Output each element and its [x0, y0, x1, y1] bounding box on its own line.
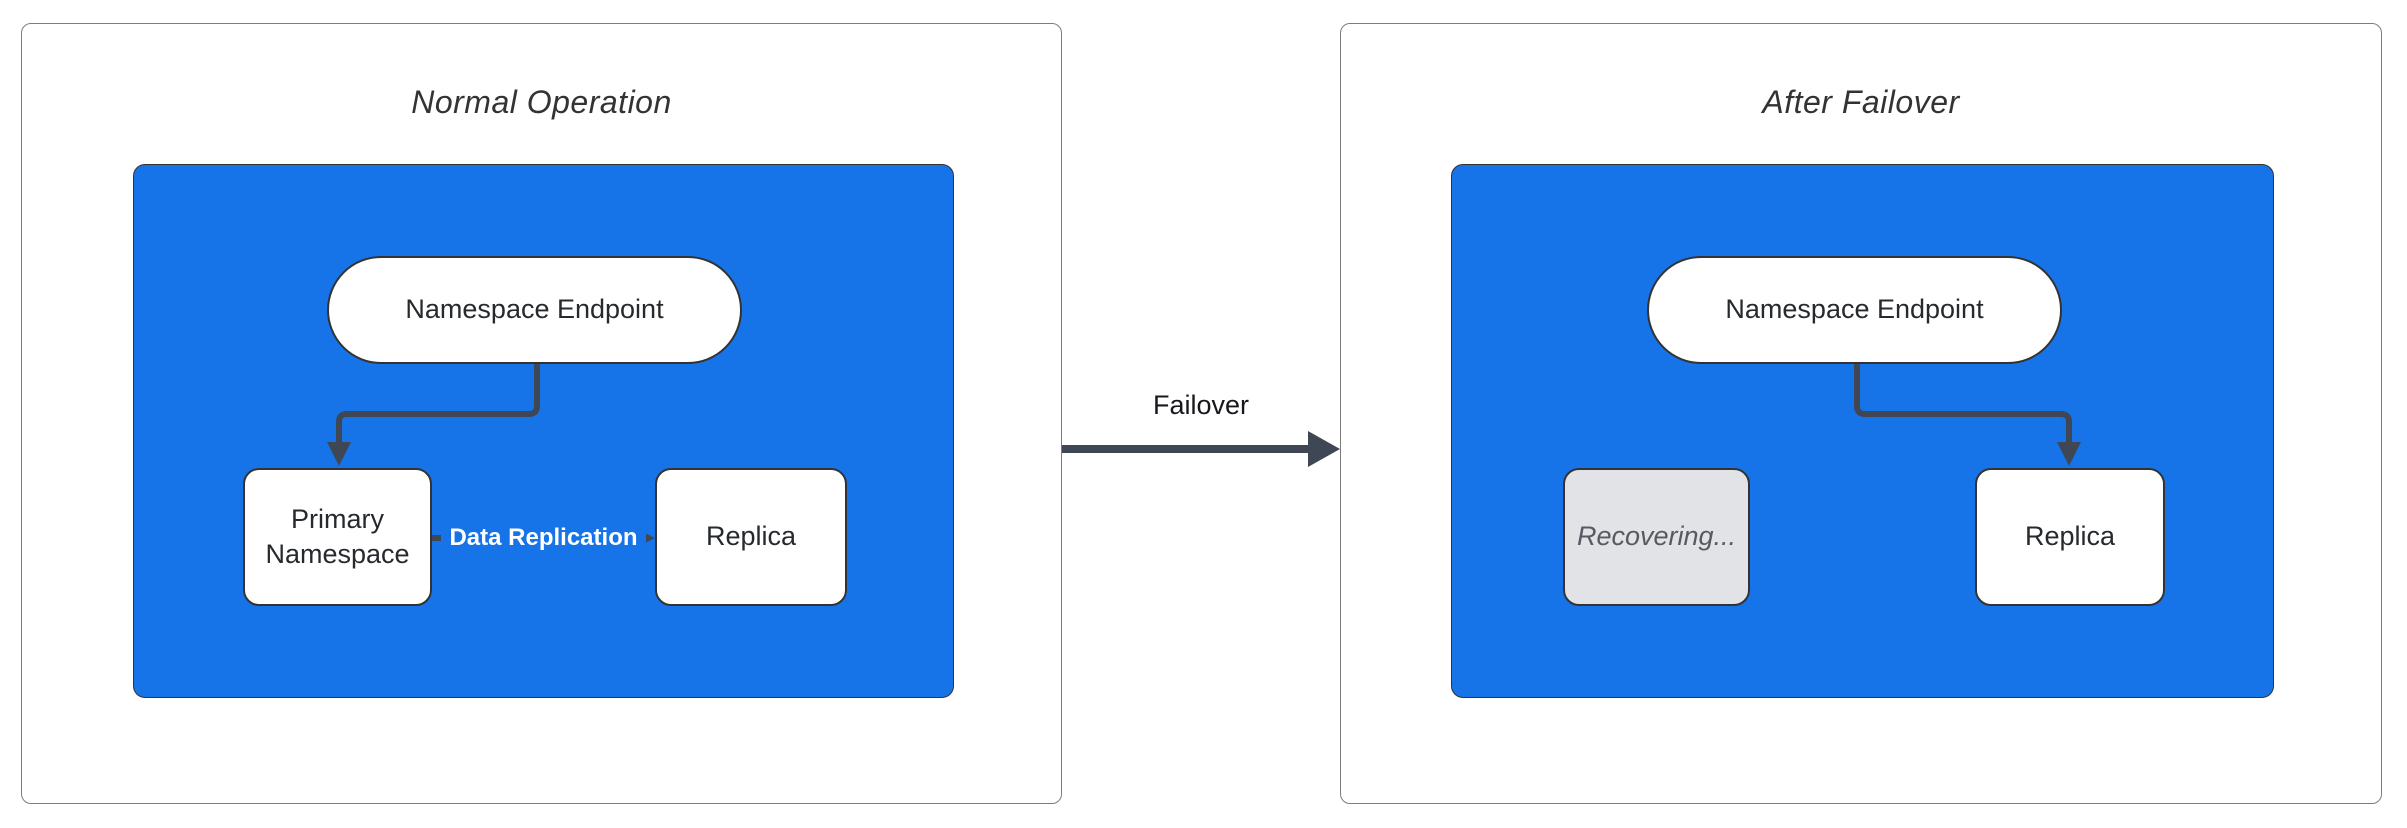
failover-label: Failover — [1152, 390, 1250, 420]
node-recovering: Recovering... — [1563, 468, 1750, 606]
panel-title-normal-operation: Normal Operation — [411, 84, 672, 120]
replica-label: Replica — [705, 521, 797, 552]
panel-normal-operation: Normal Operation Data Replication Namesp… — [21, 23, 1062, 804]
recovering-label: Recovering... — [1576, 521, 1737, 552]
node-replica-failover: Replica — [1975, 468, 2165, 606]
connector-line — [336, 364, 540, 444]
data-replication-label: Data Replication — [441, 522, 646, 554]
connector-endpoint-to-primary — [327, 364, 540, 466]
edge-label-wrap: Data Replication — [432, 520, 655, 556]
node-primary-namespace: Primary Namespace — [243, 468, 432, 606]
namespace-endpoint-label: Namespace Endpoint — [1725, 294, 1984, 325]
panel-title-after-failover: After Failover — [1762, 84, 1960, 120]
cluster-namespace-group-failover: Namespace Endpoint Recovering... Replica — [1451, 164, 2274, 698]
connector-line — [1854, 364, 2072, 444]
arrowhead-down-icon — [327, 442, 351, 466]
namespace-endpoint-label: Namespace Endpoint — [405, 294, 664, 325]
arrowhead-down-icon — [2057, 442, 2081, 466]
panel-after-failover: After Failover Namespace Endpoint Recove… — [1340, 23, 2382, 804]
primary-namespace-label: Primary Namespace — [265, 503, 410, 569]
arrowhead-right-icon — [1308, 431, 1340, 467]
node-namespace-endpoint-normal: Namespace Endpoint — [327, 256, 742, 364]
replica-label: Replica — [2024, 521, 2116, 552]
node-namespace-endpoint-failover: Namespace Endpoint — [1647, 256, 2062, 364]
failover-arrow-icon — [1062, 431, 1340, 467]
failover-transition: Failover — [1062, 390, 1340, 467]
cluster-namespace-group-normal: Data Replication Namespace Endpoint Prim… — [133, 164, 954, 698]
node-replica-normal: Replica — [655, 468, 847, 606]
connector-endpoint-to-replica — [1854, 364, 2081, 466]
